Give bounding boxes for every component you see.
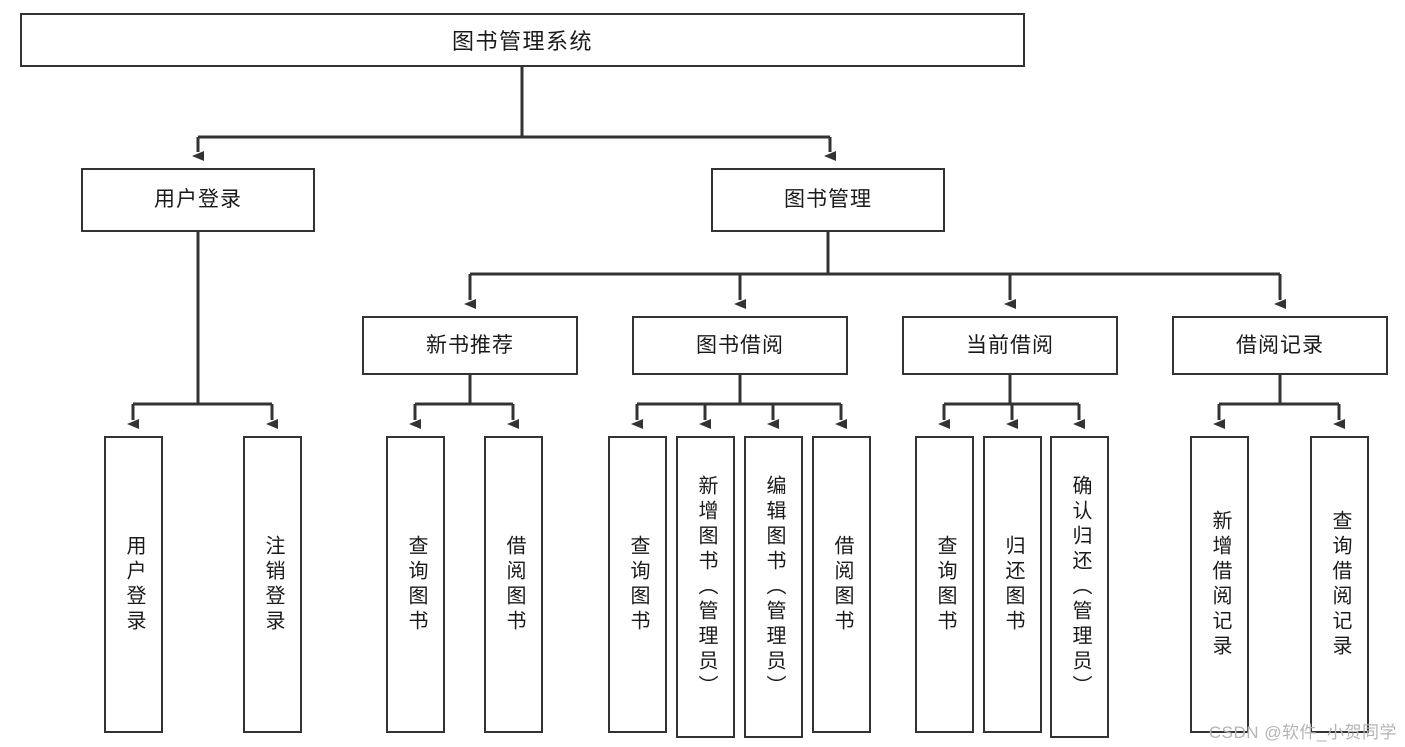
node-root-label: 图书管理系统	[451, 29, 593, 54]
node-leaf-return-book-label: 归还图书	[1002, 534, 1024, 635]
node-leaf-borrow-book-label: 借阅图书	[831, 534, 853, 635]
node-user-login[interactable]: 用户登录	[81, 168, 315, 232]
node-leaf-query-borrow-record-label: 查询借阅记录	[1329, 509, 1351, 660]
node-leaf-query-book[interactable]: 查询图书	[608, 436, 667, 733]
node-borrow-record-label: 借阅记录	[1236, 333, 1324, 357]
node-new-book-rec[interactable]: 新书推荐	[362, 316, 578, 375]
node-leaf-return-book[interactable]: 归还图书	[983, 436, 1042, 733]
node-leaf-query-book-cur[interactable]: 查询图书	[915, 436, 974, 733]
node-leaf-add-book[interactable]: 新增图书（管理员）	[676, 436, 735, 738]
node-leaf-user-login[interactable]: 用户登录	[104, 436, 163, 733]
node-leaf-add-borrow-record[interactable]: 新增借阅记录	[1190, 436, 1249, 733]
node-current-borrow[interactable]: 当前借阅	[902, 316, 1118, 375]
node-book-borrow-label: 图书借阅	[696, 333, 784, 357]
node-book-manage[interactable]: 图书管理	[711, 168, 945, 232]
node-leaf-borrow-book-rec[interactable]: 借阅图书	[484, 436, 543, 733]
node-leaf-logout-label: 注销登录	[262, 534, 284, 635]
node-book-borrow[interactable]: 图书借阅	[632, 316, 848, 375]
node-leaf-confirm-return-label: 确认归还（管理员）	[1069, 474, 1091, 700]
node-leaf-user-login-label: 用户登录	[123, 534, 145, 635]
node-leaf-add-borrow-record-label: 新增借阅记录	[1209, 509, 1231, 660]
node-leaf-query-book-cur-label: 查询图书	[934, 534, 956, 635]
node-leaf-edit-book[interactable]: 编辑图书（管理员）	[744, 436, 803, 738]
node-leaf-query-book-rec[interactable]: 查询图书	[386, 436, 445, 733]
node-borrow-record[interactable]: 借阅记录	[1172, 316, 1388, 375]
node-leaf-borrow-book[interactable]: 借阅图书	[812, 436, 871, 733]
node-root[interactable]: 图书管理系统	[20, 13, 1025, 67]
node-leaf-edit-book-label: 编辑图书（管理员）	[763, 474, 785, 700]
node-leaf-query-book-rec-label: 查询图书	[405, 534, 427, 635]
node-leaf-query-book-label: 查询图书	[627, 534, 649, 635]
node-user-login-label: 用户登录	[154, 188, 242, 212]
node-new-book-rec-label: 新书推荐	[426, 333, 514, 357]
node-book-manage-label: 图书管理	[784, 188, 872, 212]
node-leaf-borrow-book-rec-label: 借阅图书	[503, 534, 525, 635]
node-leaf-confirm-return[interactable]: 确认归还（管理员）	[1050, 436, 1109, 738]
node-leaf-query-borrow-record[interactable]: 查询借阅记录	[1310, 436, 1369, 733]
watermark: CSDN @软件_小贺同学	[1208, 723, 1397, 742]
node-leaf-logout[interactable]: 注销登录	[243, 436, 302, 733]
node-leaf-add-book-label: 新增图书（管理员）	[695, 474, 717, 700]
node-current-borrow-label: 当前借阅	[966, 333, 1054, 357]
